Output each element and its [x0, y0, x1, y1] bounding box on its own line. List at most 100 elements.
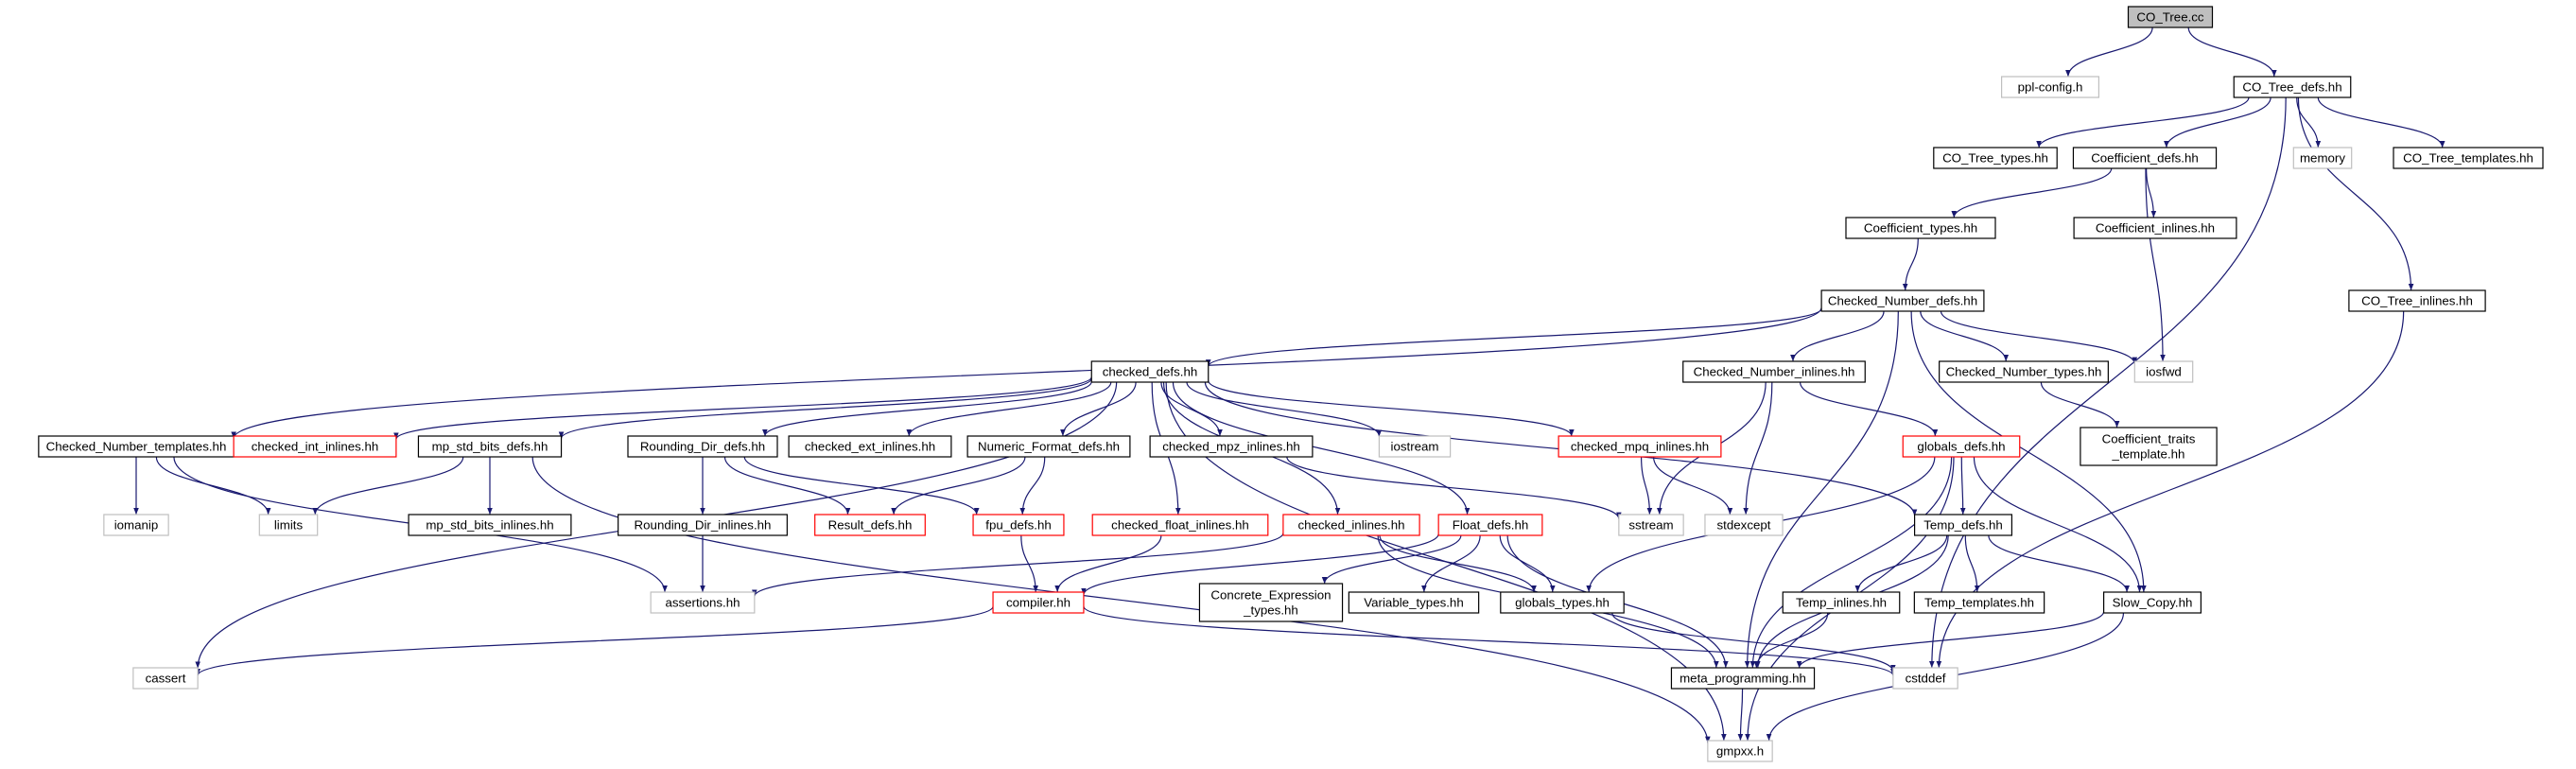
node-mp-std-bits-defs[interactable]: mp_std_bits_defs.hh — [417, 435, 563, 458]
node-box — [2292, 147, 2353, 169]
edge-checked-mpz-inlines-to-sstream — [1286, 456, 1622, 519]
node-checked-float-inlines[interactable]: checked_float_inlines.hh — [1091, 514, 1269, 536]
node-co-tree-types[interactable]: CO_Tree_types.hh — [1933, 147, 2058, 169]
node-box — [2103, 591, 2202, 614]
node-fpu-defs[interactable]: fpu_defs.hh — [972, 514, 1065, 536]
node-box — [627, 435, 778, 458]
node-iostream[interactable]: iostream — [1378, 435, 1452, 458]
node-checked-mpz-inlines[interactable]: checked_mpz_inlines.hh — [1149, 435, 1314, 458]
node-checked-number-templates[interactable]: Checked_Number_templates.hh — [38, 435, 235, 458]
node-label: checked_mpz_inlines.hh — [1162, 440, 1300, 454]
node-meta-programming[interactable]: meta_programming.hh — [1670, 667, 1816, 690]
node-checked-defs[interactable]: checked_defs.hh — [1090, 360, 1210, 383]
node-result-defs[interactable]: Result_defs.hh — [814, 514, 926, 536]
node-iosfwd[interactable]: iosfwd — [2133, 360, 2194, 383]
node-checked-number-defs[interactable]: Checked_Number_defs.hh — [1820, 289, 1985, 312]
node-box — [1913, 591, 2045, 614]
node-checked-mpq-inlines[interactable]: checked_mpq_inlines.hh — [1558, 435, 1722, 458]
edge-checked-number-defs-to-checked-defs — [1206, 307, 1822, 367]
node-box — [2393, 147, 2544, 169]
edge-checked-number-defs-to-iosfwd — [1940, 310, 2138, 364]
node-coefficient-inlines[interactable]: Coefficient_inlines.hh — [2073, 217, 2237, 239]
node-rounding-dir-defs[interactable]: Rounding_Dir_defs.hh — [627, 435, 778, 458]
node-box — [1820, 289, 1985, 312]
node-cassert[interactable]: cassert — [132, 667, 199, 690]
node-temp-defs[interactable]: Temp_defs.hh — [1913, 514, 2012, 536]
node-co-tree-defs[interactable]: CO_Tree_defs.hh — [2233, 76, 2352, 98]
node-box — [1437, 514, 1543, 536]
node-co-tree-templates[interactable]: CO_Tree_templates.hh — [2393, 147, 2544, 169]
node-coefficient-traits-template[interactable]: Coefficient_traits_template.hh — [2080, 427, 2218, 466]
node-box — [2133, 360, 2194, 383]
node-stdexcept[interactable]: stdexcept — [1704, 514, 1784, 536]
node-limits[interactable]: limits — [258, 514, 319, 536]
edge-mp-std-bits-defs-to-gmpxx — [531, 456, 1711, 743]
edge-checked-defs-to-iostream — [1186, 381, 1383, 437]
node-label: CO_Tree_templates.hh — [2403, 151, 2533, 166]
node-globals-defs[interactable]: globals_defs.hh — [1902, 435, 2021, 458]
node-box — [966, 435, 1131, 458]
node-memory[interactable]: memory — [2292, 147, 2353, 169]
node-label: checked_inlines.hh — [1297, 518, 1404, 533]
edge-float-defs-to-variable-types — [1421, 534, 1481, 593]
node-slow-copy[interactable]: Slow_Copy.hh — [2103, 591, 2202, 614]
node-label: fpu_defs.hh — [985, 518, 1052, 533]
node-box — [1845, 217, 1996, 239]
node-iomanip[interactable]: iomanip — [103, 514, 169, 536]
node-label: CO_Tree_types.hh — [1942, 151, 2048, 166]
node-temp-templates[interactable]: Temp_templates.hh — [1913, 591, 2045, 614]
node-numeric-format-defs[interactable]: Numeric_Format_defs.hh — [966, 435, 1131, 458]
node-label: checked_mpq_inlines.hh — [1571, 440, 1709, 454]
node-box — [650, 591, 756, 614]
node-checked-int-inlines[interactable]: checked_int_inlines.hh — [233, 435, 397, 458]
node-coefficient-types[interactable]: Coefficient_types.hh — [1845, 217, 1996, 239]
node-compiler[interactable]: compiler.hh — [992, 591, 1085, 614]
node-variable-types[interactable]: Variable_types.hh — [1348, 591, 1480, 614]
node-label: Concrete_Expression_types.hh — [1210, 588, 1331, 618]
node-checked-inlines[interactable]: checked_inlines.hh — [1282, 514, 1420, 536]
edge-co-tree-defs-to-co-tree-types — [2036, 96, 2250, 149]
node-checked-number-types[interactable]: Checked_Number_types.hh — [1939, 360, 2109, 383]
edge-meta-programming-to-gmpxx — [1737, 688, 1744, 742]
edge-checked-defs-to-checked-mpz-inlines — [1160, 381, 1223, 437]
node-box — [1704, 514, 1784, 536]
edge-co-tree-cc-to-co-tree-defs — [2187, 26, 2277, 78]
node-label: Temp_defs.hh — [1923, 518, 2003, 533]
node-sstream[interactable]: sstream — [1618, 514, 1684, 536]
node-label: sstream — [1628, 518, 1673, 533]
node-label: Temp_inlines.hh — [1796, 596, 1887, 610]
node-checked-ext-inlines[interactable]: checked_ext_inlines.hh — [788, 435, 952, 458]
node-gmpxx[interactable]: gmpxx.h — [1707, 740, 1773, 762]
node-label: Float_defs.hh — [1453, 518, 1529, 533]
edge-checked-number-defs-to-checked-number-types — [1920, 310, 2010, 362]
edge-checked-mpq-inlines-to-stdexcept — [1652, 456, 1733, 516]
node-coefficient-defs[interactable]: Coefficient_defs.hh — [2072, 147, 2218, 169]
node-float-defs[interactable]: Float_defs.hh — [1437, 514, 1543, 536]
node-box — [1500, 591, 1625, 614]
node-temp-inlines[interactable]: Temp_inlines.hh — [1782, 591, 1901, 614]
edge-checked-defs-to-mp-std-bits-defs — [558, 377, 1092, 439]
node-mp-std-bits-inlines[interactable]: mp_std_bits_inlines.hh — [408, 514, 572, 536]
node-assertions[interactable]: assertions.hh — [650, 591, 756, 614]
node-label: checked_defs.hh — [1103, 365, 1198, 379]
edge-co-tree-defs-to-coefficient-defs — [2164, 96, 2271, 149]
node-concrete-expression-types[interactable]: Concrete_Expression_types.hh — [1198, 583, 1344, 622]
node-globals-types[interactable]: globals_types.hh — [1500, 591, 1625, 614]
edge-checked-defs-to-checked-ext-inlines — [906, 381, 1112, 437]
node-co-tree-inlines[interactable]: CO_Tree_inlines.hh — [2348, 289, 2486, 312]
node-checked-number-inlines[interactable]: Checked_Number_inlines.hh — [1682, 360, 1866, 383]
edge-temp-defs-to-slow-copy — [1988, 534, 2130, 593]
node-label: iostream — [1391, 440, 1439, 454]
node-co-tree-cc[interactable]: CO_Tree.cc — [2127, 6, 2214, 28]
edge-checked-number-defs-to-checked-number-templates — [231, 306, 1822, 439]
edge-globals-defs-to-temp-defs — [1959, 456, 1966, 516]
node-label: assertions.hh — [665, 596, 740, 610]
node-rounding-dir-inlines[interactable]: Rounding_Dir_inlines.hh — [618, 514, 788, 536]
node-box — [2073, 217, 2237, 239]
node-cstddef[interactable]: cstddef — [1892, 667, 1958, 690]
node-box — [2080, 427, 2218, 466]
node-box — [2348, 289, 2486, 312]
node-label: gmpxx.h — [1716, 744, 1764, 759]
node-ppl-config[interactable]: ppl-config.h — [2001, 76, 2100, 98]
